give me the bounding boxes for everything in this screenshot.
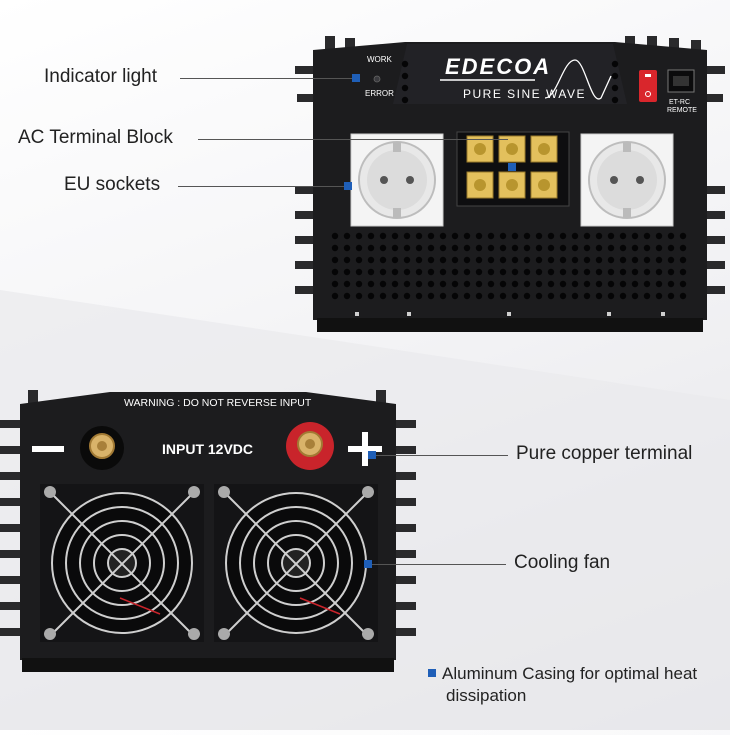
callout-marker-icon	[352, 74, 360, 82]
callout-cooling-fan: Cooling fan	[514, 552, 611, 573]
negative-terminal-icon	[80, 426, 124, 470]
feature-note: Aluminum Casing for optimal heat dissipa…	[428, 663, 728, 707]
callout-marker-icon	[364, 560, 372, 568]
tagline: PURE SINE WAVE	[463, 87, 586, 101]
callout-pure-copper-terminal: Pure copper terminal	[516, 443, 693, 464]
remote-label: ET-RC	[669, 99, 690, 106]
warning-text: WARNING : DO NOT REVERSE INPUT	[124, 397, 312, 409]
feature-note-line2: dissipation	[446, 686, 527, 705]
eu-socket-left-icon	[350, 133, 444, 227]
cooling-fan-right-icon	[214, 484, 378, 642]
indicator-light-icon	[373, 75, 381, 83]
callout-indicator-light: Indicator light	[44, 66, 158, 87]
heatsink-fins	[295, 36, 725, 294]
remote-label-2: REMOTE	[667, 107, 697, 114]
leader-eu-sockets	[178, 186, 344, 187]
feature-note-line1: Aluminum Casing for optimal heat	[442, 664, 698, 683]
callout-marker-icon	[368, 451, 376, 459]
vent-grid	[331, 232, 687, 300]
minus-sign-icon	[32, 446, 64, 452]
callout-marker-icon	[344, 182, 352, 190]
leader-pure-copper-terminal	[376, 455, 508, 456]
callout-ac-terminal-block: AC Terminal Block	[18, 127, 173, 148]
error-label: ERROR	[365, 89, 394, 98]
work-label: WORK	[367, 55, 393, 64]
callout-marker-icon	[508, 163, 516, 171]
inverter-front-panel: EDECOA PURE SINE WAVE WORK ERROR ET-RC R…	[295, 36, 725, 332]
leader-cooling-fan	[370, 564, 506, 565]
callout-eu-sockets: EU sockets	[64, 174, 161, 195]
input-label: INPUT 12VDC	[162, 441, 253, 457]
eu-socket-right-icon	[580, 133, 674, 227]
brand-logo: EDECOA	[445, 54, 551, 79]
leader-indicator-light	[180, 78, 352, 79]
leader-ac-terminal-block	[198, 139, 508, 140]
cooling-fan-left-icon	[40, 484, 204, 642]
bullet-square-icon	[428, 668, 436, 677]
inverter-rear-panel: WARNING : DO NOT REVERSE INPUT INPUT 12V…	[0, 388, 416, 674]
power-switch-icon[interactable]	[639, 70, 657, 102]
positive-terminal-icon	[286, 422, 334, 470]
sine-wave-icon	[544, 59, 612, 100]
ac-terminal-block-icon	[456, 131, 570, 207]
